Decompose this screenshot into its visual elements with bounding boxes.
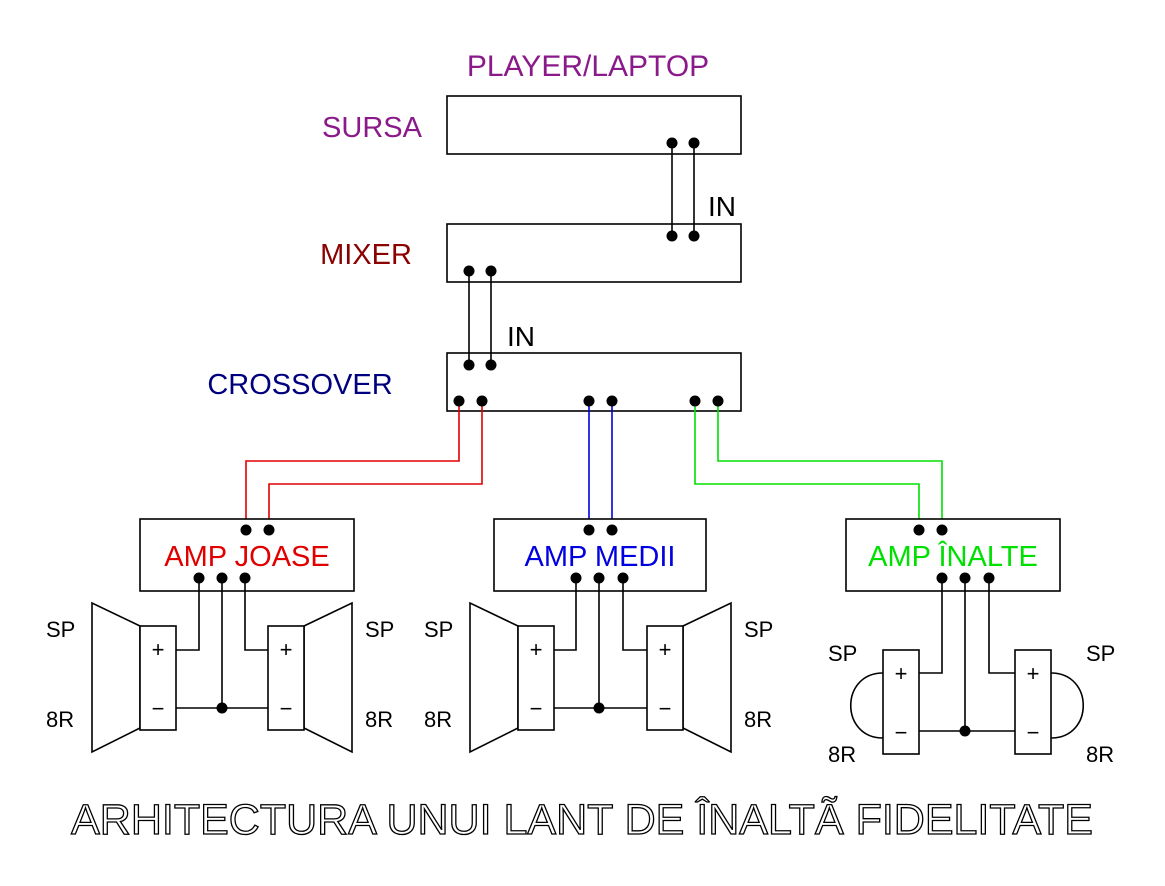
crossover-mid-out-jack — [583, 395, 595, 407]
speaker-pair-high: + − + − SP 8R SP 8R — [828, 572, 1115, 767]
mixer-input-label: IN — [708, 191, 736, 222]
plus-terminal: + — [530, 637, 543, 662]
mixer-out-left-jack — [463, 265, 475, 277]
crossover-low-cable — [245, 401, 483, 530]
speaker-impedance-label: 8R — [744, 707, 772, 732]
speaker-cone-icon — [303, 601, 353, 754]
source-device-label: PLAYER/LAPTOP — [467, 50, 709, 83]
minus-terminal: − — [152, 696, 165, 721]
speaker-name-label: SP — [1086, 641, 1115, 666]
amp-high-in-jack — [913, 524, 925, 536]
amp-low-out-jack — [216, 572, 228, 584]
plus-terminal: + — [152, 637, 165, 662]
speaker-name-label: SP — [46, 617, 75, 642]
speaker-magnet — [1014, 649, 1052, 755]
source-label: SURSA — [322, 112, 423, 144]
crossover-out-jacks — [453, 395, 724, 407]
plus-terminal: + — [1027, 661, 1040, 686]
speaker-impedance-label: 8R — [1086, 742, 1114, 767]
crossover-low-out-jack — [453, 395, 465, 407]
minus-terminal: − — [1027, 720, 1040, 745]
crossover-high-cable — [694, 401, 943, 530]
amp-mid-out-jack — [593, 572, 605, 584]
speaker-magnet — [517, 625, 555, 731]
tweeter-dome-icon — [1050, 672, 1084, 739]
amp-mid-label: AMP MEDII — [525, 541, 676, 573]
crossover-low-out-jack — [476, 395, 488, 407]
amp-low-in-jack — [263, 524, 275, 536]
speaker-magnet — [267, 625, 305, 731]
speaker-cone-icon — [682, 601, 732, 754]
speaker-name-label: SP — [744, 617, 773, 642]
speaker-impedance-label: 8R — [424, 707, 452, 732]
mixer-out-right-jack — [485, 265, 497, 277]
minus-terminal: − — [280, 696, 293, 721]
crossover-input-label: IN — [507, 321, 535, 352]
speaker-magnet — [139, 625, 177, 731]
plus-terminal: + — [895, 661, 908, 686]
minus-terminal: − — [659, 696, 672, 721]
tweeter-dome-icon — [850, 672, 884, 739]
speaker-impedance-label: 8R — [46, 707, 74, 732]
crossover-label: CROSSOVER — [207, 369, 392, 401]
ground-junction — [216, 702, 228, 714]
speaker-name-label: SP — [424, 617, 453, 642]
amp-low-out-jack — [239, 572, 251, 584]
mixer-label: MIXER — [320, 239, 412, 271]
crossover-in-left-jack — [463, 359, 475, 371]
plus-terminal: + — [659, 637, 672, 662]
speaker-pair-low: + − + − SP 8R SP 8R — [46, 572, 394, 754]
speaker-impedance-label: 8R — [365, 707, 393, 732]
amp-low-out-jack — [193, 572, 205, 584]
source-out-right-jack — [688, 137, 700, 149]
amp-mid-out-jack — [617, 572, 629, 584]
crossover-mid-out-jack — [606, 395, 618, 407]
speaker-magnet — [646, 625, 684, 731]
ground-junction — [593, 702, 605, 714]
amp-low-in-jack — [240, 524, 252, 536]
plus-terminal: + — [280, 637, 293, 662]
speaker-magnet — [882, 649, 920, 755]
mixer-to-crossover-cable — [463, 265, 497, 371]
amp-high-out-jack — [983, 572, 995, 584]
amp-high-box — [845, 518, 1061, 592]
diagram-title: ARHITECTURA UNUI LANT DE ÎNALTÃ FIDELITA… — [71, 796, 1093, 844]
crossover-in-right-jack — [485, 359, 497, 371]
minus-terminal: − — [895, 720, 908, 745]
mixer-in-right-jack — [688, 230, 700, 242]
amp-mid-in-jack — [583, 524, 595, 536]
crossover-high-out-jack — [689, 395, 701, 407]
amp-input-jacks — [240, 524, 948, 536]
amp-high-in-jack — [936, 524, 948, 536]
source-out-left-jack — [666, 137, 678, 149]
amp-mid-in-jack — [606, 524, 618, 536]
speaker-name-label: SP — [828, 641, 857, 666]
amp-mid-out-jack — [570, 572, 582, 584]
amp-high-label: AMP ÎNALTE — [868, 540, 1038, 573]
amp-high-out-jack — [959, 572, 971, 584]
ground-junction — [959, 725, 971, 737]
amp-high-out-jack — [936, 572, 948, 584]
amp-low-label: AMP JOASE — [164, 541, 329, 573]
mixer-in-left-jack — [666, 230, 678, 242]
minus-terminal: − — [530, 696, 543, 721]
speaker-name-label: SP — [365, 617, 394, 642]
crossover-high-out-jack — [712, 395, 724, 407]
speaker-impedance-label: 8R — [828, 742, 856, 767]
speaker-cone-icon — [91, 601, 141, 754]
speaker-pair-mid: + − + − SP 8R SP 8R — [424, 572, 773, 754]
crossover-mid-cable — [588, 401, 613, 530]
speaker-cone-icon — [469, 601, 519, 754]
source-to-mixer-cable — [666, 137, 700, 242]
